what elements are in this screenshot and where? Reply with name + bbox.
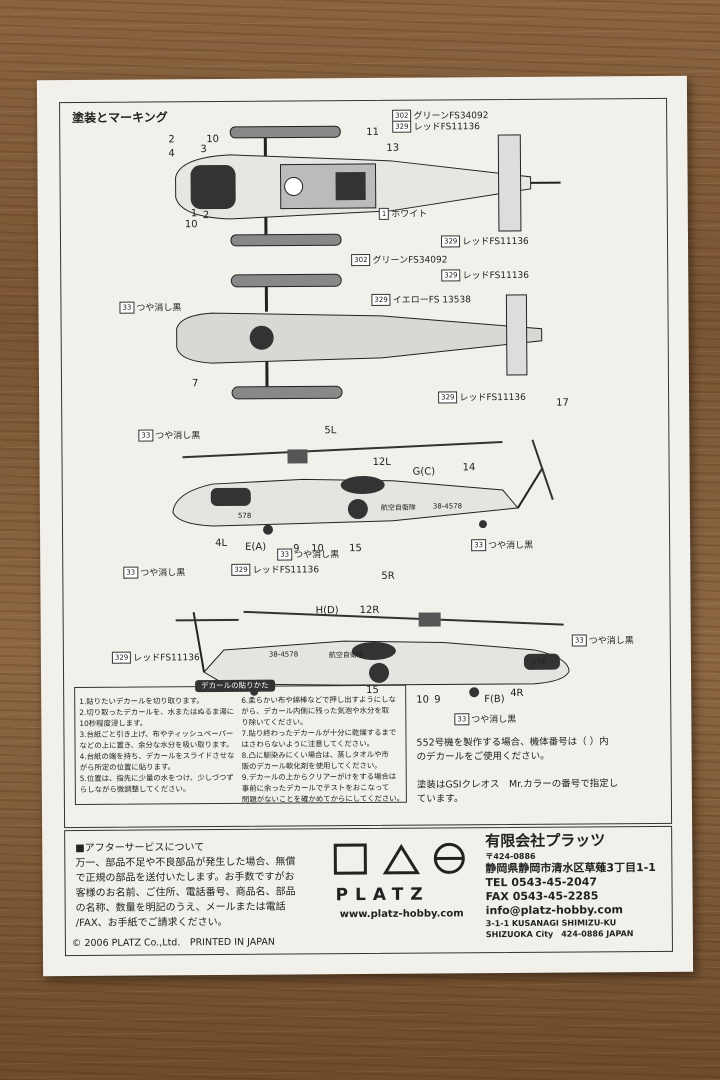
part-number: 11 xyxy=(366,126,380,138)
instructions-column-1: 1.貼りたいデカールを切り取ります。 2.切り取ったデカールを、水またはぬるま湯… xyxy=(79,696,235,794)
copyright: © 2006 PLATZ Co.,Ltd. PRINTED IN JAPAN xyxy=(71,936,276,950)
part-number: 12L xyxy=(372,456,391,468)
fuselage-id-right: 578 xyxy=(531,657,546,666)
part-number: 5R xyxy=(381,570,395,582)
part-number: 14 xyxy=(462,462,476,474)
helicopter-bottom-view xyxy=(176,273,543,400)
part-number: 9 xyxy=(434,694,441,706)
part-number: E(A) xyxy=(245,541,267,553)
part-number: 9 xyxy=(293,543,300,555)
part-number: 3 xyxy=(200,144,207,156)
part-number: H(D) xyxy=(315,605,339,617)
website[interactable]: www.platz-hobby.com xyxy=(339,908,464,921)
decal-instructions-title: デカールの貼りかた xyxy=(195,679,275,693)
decal-instructions: デカールの貼りかた 1.貼りたいデカールを切り取ります。 2.切り取ったデカール… xyxy=(74,679,407,806)
part-number: 4R xyxy=(510,687,524,699)
fax: FAX 0543-45-2285 xyxy=(485,889,599,904)
address-jp: 静岡県静岡市清水区草薙3丁目1-1 xyxy=(485,860,656,876)
tel: TEL 0543-45-2047 xyxy=(485,875,598,890)
fuselage-jsdf-left: 航空自衛隊 xyxy=(380,503,416,512)
part-number: G(C) xyxy=(412,466,436,478)
email[interactable]: info@platz-hobby.com xyxy=(485,903,623,918)
part-number: 4L xyxy=(215,537,228,550)
helicopter-right-side-view xyxy=(175,610,570,698)
part-number: 12R xyxy=(359,604,380,617)
part-number: 15 xyxy=(349,543,362,555)
part-number: 2 xyxy=(202,210,210,222)
brand-name: PLATZ xyxy=(335,884,430,906)
part-number: 10 xyxy=(311,543,324,555)
instruction-sheet: 塗装とマーキング xyxy=(36,75,694,977)
part-number: 4 xyxy=(168,148,175,160)
part-number: 13 xyxy=(386,142,400,154)
part-number: 1 xyxy=(190,208,198,220)
paint-note: 塗装はGSIクレオス Mr.カラーの番号で指定し ています。 xyxy=(416,778,619,805)
instructions-column-2: 6.柔らかい布や綿棒などで押し出すようにしな がら、デカール内側に残った気泡や水… xyxy=(241,694,405,804)
fuselage-jsdf-right: 航空自衛隊 xyxy=(328,651,364,660)
company-name: 有限会社プラッツ xyxy=(485,831,606,851)
part-number: 7 xyxy=(191,378,199,390)
address-en-2: SHIZUOKA City 424-0886 JAPAN xyxy=(485,929,634,940)
part-number: 2 xyxy=(168,134,175,146)
fuselage-serial-left: 38-4578 xyxy=(432,502,463,511)
part-number: F(B) xyxy=(484,694,505,706)
part-number: 17 xyxy=(556,397,569,409)
footer-panel: ■アフターサービスについて 万一、部品不足や不良部品が発生した場合、無償 で正規… xyxy=(64,825,673,957)
after-service-text: ■アフターサービスについて 万一、部品不足や不良部品が発生した場合、無償 で正規… xyxy=(75,842,296,930)
helicopter-left-side-view xyxy=(172,439,554,535)
part-number: 10 xyxy=(206,134,220,146)
serial-note: 552号機を製作する場合、機体番号は（ ）内 のデカールをご使用ください。 xyxy=(416,736,609,763)
part-number: 10 xyxy=(184,219,198,231)
helicopter-top-view-upper xyxy=(175,125,561,247)
company-info: 有限会社プラッツ 〒424-0886 静岡県静岡市清水区草薙3丁目1-1 TEL… xyxy=(485,829,656,940)
painting-marking-panel: 塗装とマーキング xyxy=(59,97,673,829)
platz-logo-icon xyxy=(333,842,465,875)
fuselage-id-left: 578 xyxy=(237,511,252,520)
fuselage-serial-right: 38-4578 xyxy=(268,650,299,659)
part-number: 5L xyxy=(324,425,337,437)
part-number: 10 xyxy=(416,694,429,706)
